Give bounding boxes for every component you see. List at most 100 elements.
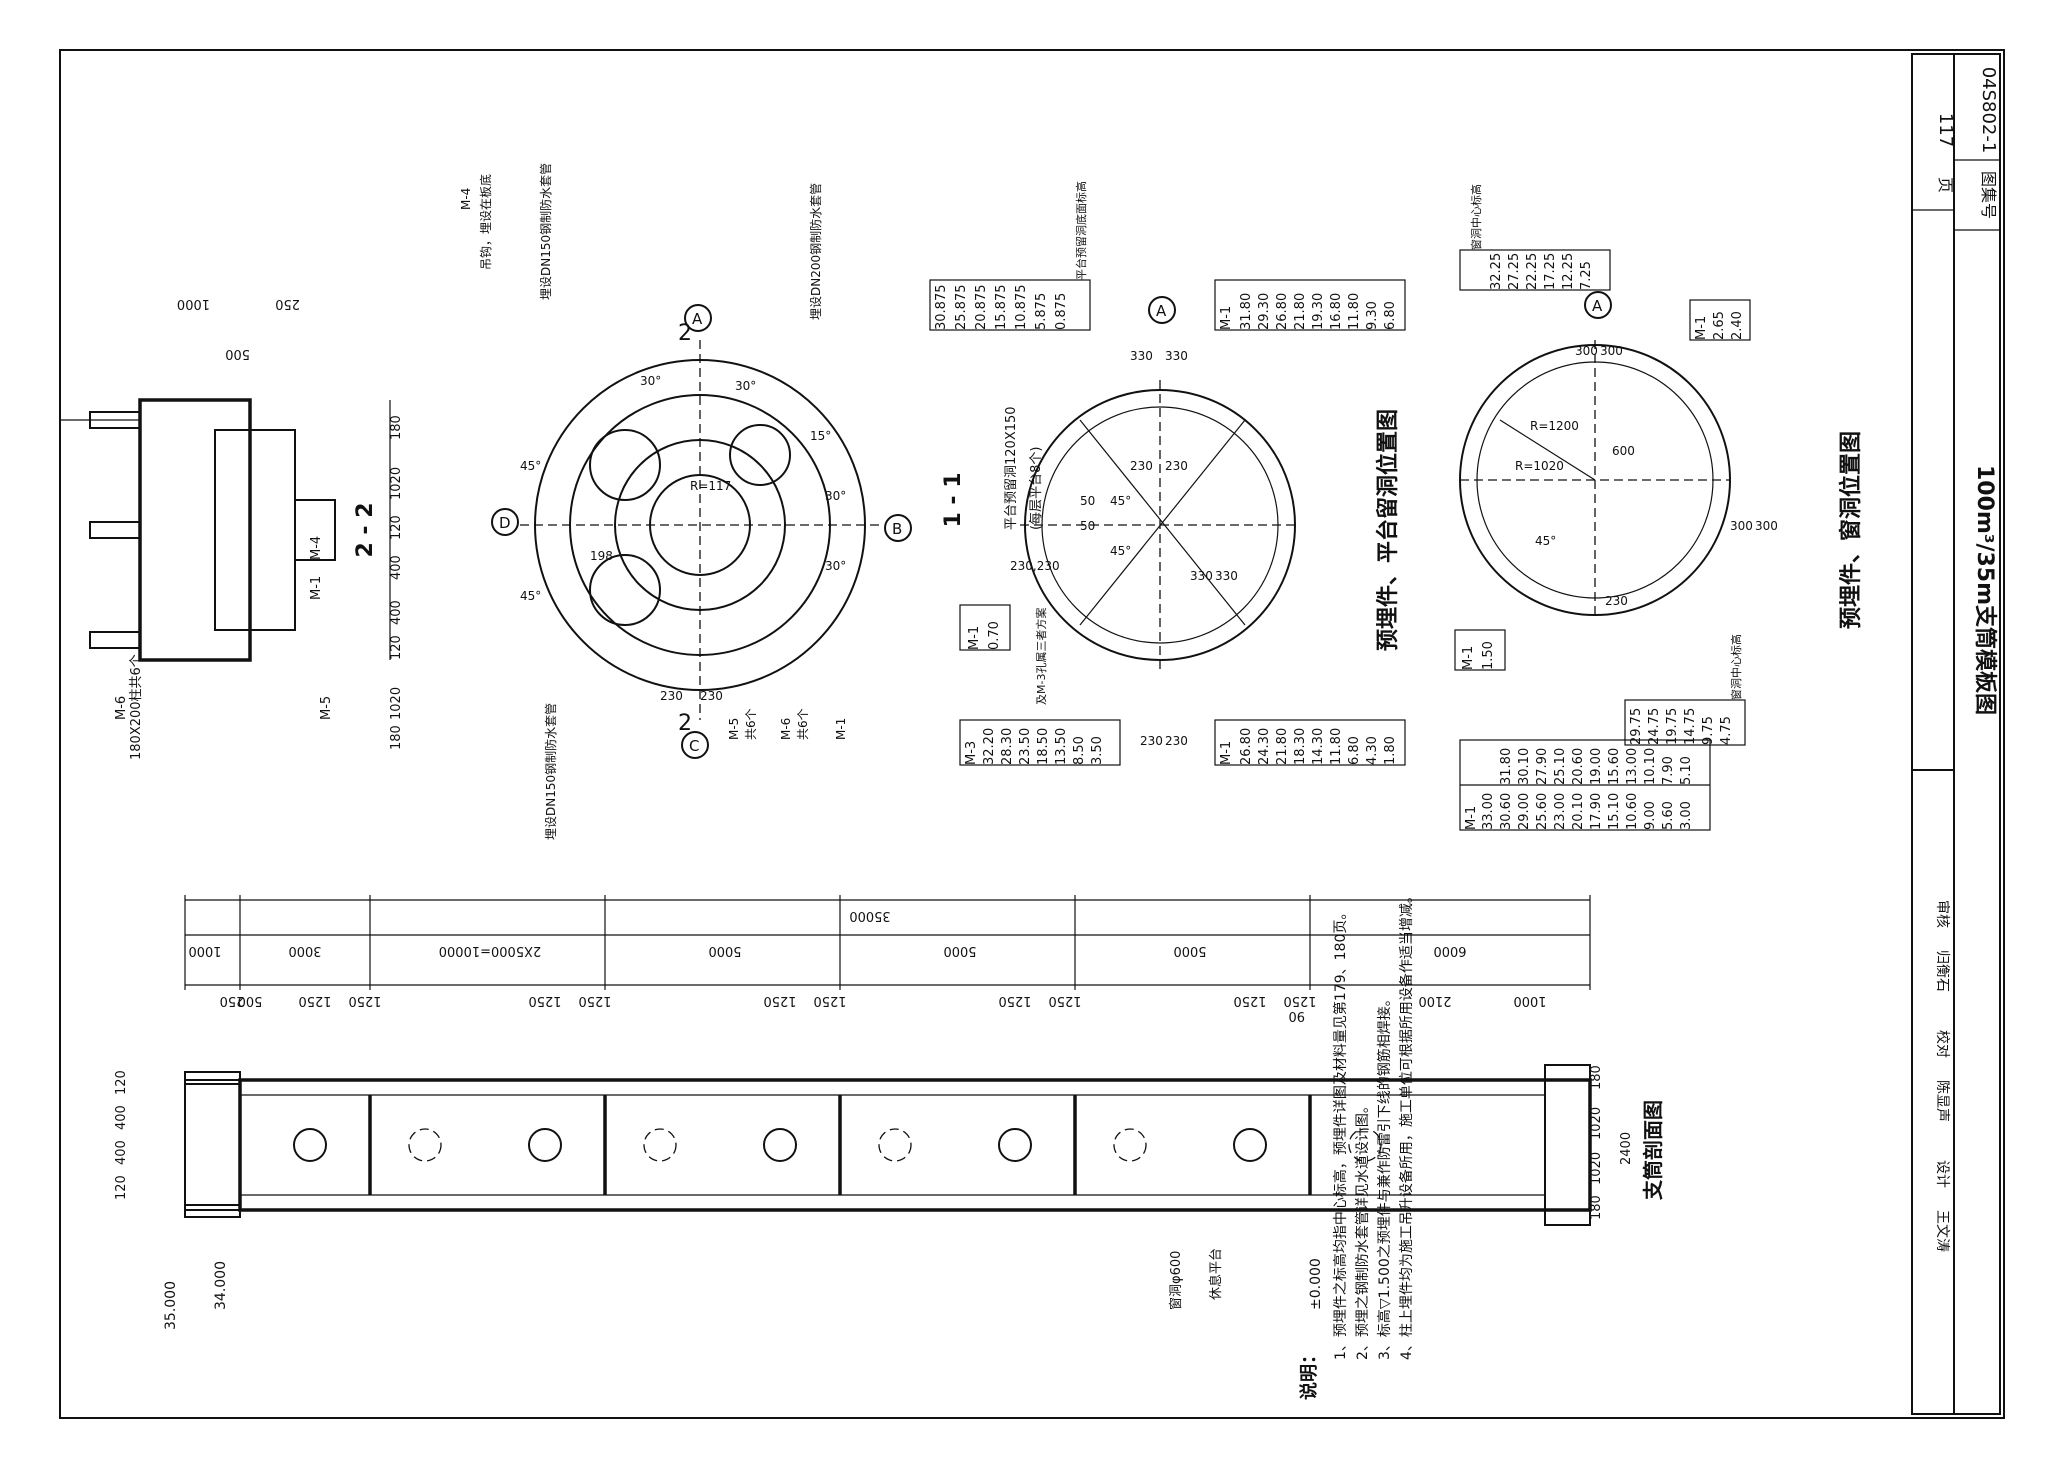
title-block: 04S802-1 图集号 117 页 100m³/35m支筒模板图 审核 归衡石… <box>1911 53 2001 1415</box>
win-center-table <box>1459 249 1611 291</box>
wm1c-r2-c1: 30.10 <box>1517 748 1532 785</box>
sign-designer-label: 设计 <box>1934 1160 1950 1188</box>
sub-dim-12: 2100 <box>1418 993 1451 1008</box>
platform-val-6: 0.875 <box>1054 293 1069 330</box>
v11-dim-11: 230 <box>1140 734 1163 748</box>
sub-dim-4: 1250 <box>528 993 561 1008</box>
win-dim-5: 45° <box>1535 534 1556 548</box>
dim-230b: 230 <box>700 689 723 703</box>
angle-6: 15° <box>810 429 831 443</box>
v11-dim-5: 50 <box>1080 494 1095 508</box>
v11-dim-2: 230 <box>1130 459 1153 473</box>
axis-c: C <box>689 737 699 755</box>
v11-dim-10: 330 <box>1215 569 1238 583</box>
m1c-7: 9.30 <box>1365 301 1380 330</box>
angle-2: 45° <box>520 459 541 473</box>
wm1c-r1-c0: 30.60 <box>1499 793 1514 830</box>
m1b-label: M-1 <box>1219 741 1234 765</box>
win-center-head2: 窗洞中心标高 <box>1729 634 1743 700</box>
wm1c-r2-c0: 29.00 <box>1517 793 1532 830</box>
angle-1: 30° <box>735 379 756 393</box>
m3-note: 及M-3孔属三者方案 <box>1034 608 1048 705</box>
wm1c-r4-c0: 23.00 <box>1553 793 1568 830</box>
sub-dim-0: 250 <box>220 993 245 1008</box>
m1c-label: M-1 <box>1219 306 1234 330</box>
angle-5: 30° <box>825 559 846 573</box>
sub-dim-1: 500 <box>238 993 263 1008</box>
view-window: A 预埋件、窗洞位置图 300 300 600 R=1200 R=1020 45… <box>1454 184 1864 831</box>
wm1a-label: M-1 <box>1694 316 1709 340</box>
win-center-head: 窗洞中心标高 <box>1469 184 1483 250</box>
wc2-0: 29.75 <box>1629 708 1644 745</box>
angle-0: 30° <box>640 374 661 388</box>
section-mark-bottom: 2 <box>678 711 692 736</box>
sign-checker: 陈显声 <box>1934 1080 1951 1122</box>
plan-label-8: 共6个 <box>796 708 810 740</box>
seg-0: 1000 <box>188 943 221 958</box>
m3-4: 13.50 <box>1054 728 1069 765</box>
column-base <box>1544 1064 1591 1226</box>
v11-dim-0: 330 <box>1130 349 1153 363</box>
section-ticks <box>184 895 1591 990</box>
view-1-1-title: 1 - 1 <box>941 472 966 527</box>
m3-5: 8.50 <box>1072 736 1087 765</box>
plan-label-6: 共6个 <box>744 708 758 740</box>
m1b-1: 24.30 <box>1257 728 1272 765</box>
wm1c-r1-c1: 31.80 <box>1499 748 1514 785</box>
window-label: 窗洞φ600 <box>1168 1251 1184 1310</box>
wm1c-r7-c0: 15.10 <box>1607 793 1622 830</box>
sub-dim-5: 1250 <box>578 993 611 1008</box>
sheet-border <box>59 49 2005 1419</box>
m1b-8: 1.80 <box>1383 736 1398 765</box>
sub-dim-10: 1250 <box>1233 993 1266 1008</box>
section-view: 35000 1000 3000 2X5000=10000 5000 5000 5… <box>114 895 1665 1330</box>
angle-3: 45° <box>520 589 541 603</box>
wm1c-r8-c0: 10.60 <box>1625 793 1640 830</box>
plan-view: A B C D 2 2 30° 30° 45° 45° 30° 30° 15° … <box>459 163 912 840</box>
platform-hole: 平台预留洞120X150 <box>1004 406 1019 530</box>
m1c-2: 26.80 <box>1275 293 1290 330</box>
plan-label-5: M-5 <box>727 718 741 740</box>
wm1c-r10-c0: 5.60 <box>1661 801 1676 830</box>
wc-5: 7.25 <box>1579 261 1594 290</box>
note-1: 1、预埋件之标高均指中心标高，预埋件详图及材料量见第179、180页。 <box>1332 906 1349 1360</box>
platform-val-5: 5.875 <box>1034 293 1049 330</box>
platform-val-2: 20.875 <box>974 285 989 331</box>
dim-22-v0: 1000 <box>177 296 210 311</box>
platform-note: (每层平台8个) <box>1028 447 1044 530</box>
m1b-6: 6.80 <box>1347 736 1362 765</box>
m3-label: M-3 <box>964 741 979 765</box>
wl-1: 400 <box>114 1105 129 1130</box>
seg-1: 3000 <box>288 943 321 958</box>
win-dim-2: 600 <box>1612 444 1635 458</box>
wm1c-r9-c0: 9.00 <box>1643 801 1658 830</box>
sub-dim-9: 1250 <box>1048 993 1081 1008</box>
wm1b-label: M-1 <box>1461 646 1476 670</box>
win-dim-0: 300 <box>1575 344 1598 358</box>
m1-c-table <box>1214 279 1406 331</box>
seg-6: 6000 <box>1433 943 1466 958</box>
sign-checker-label: 校对 <box>1934 1030 1951 1058</box>
win-m1a-table <box>1689 299 1751 341</box>
sub-dim-13: 1000 <box>1513 993 1546 1008</box>
elev-1: 34.000 <box>213 1261 229 1310</box>
sign-reviewer: 归衡石 <box>1934 950 1951 992</box>
wm1c-r3-c0: 25.60 <box>1535 793 1550 830</box>
wc-3: 17.25 <box>1543 253 1558 290</box>
page-number: 117 <box>1935 113 1956 147</box>
wl-0: 120 <box>114 1070 129 1095</box>
wl-3: 120 <box>114 1175 129 1200</box>
axis-a: A <box>692 310 703 328</box>
v11-dim-9: 330 <box>1190 569 1213 583</box>
seg-2: 2X5000=10000 <box>439 943 542 958</box>
dim-22-v2: 250 <box>275 296 300 311</box>
v11-dim-12: 230 <box>1165 734 1188 748</box>
win-dim-7: 300 <box>1730 519 1753 533</box>
platform-label: 休息平台 <box>1208 1248 1224 1300</box>
notes-head: 说明： <box>1298 1346 1320 1400</box>
m1c-4: 19.30 <box>1311 293 1326 330</box>
win-dim-1: 300 <box>1600 344 1623 358</box>
plan-label-7: M-6 <box>779 718 793 740</box>
wm1b-0: 1.50 <box>1481 641 1496 670</box>
